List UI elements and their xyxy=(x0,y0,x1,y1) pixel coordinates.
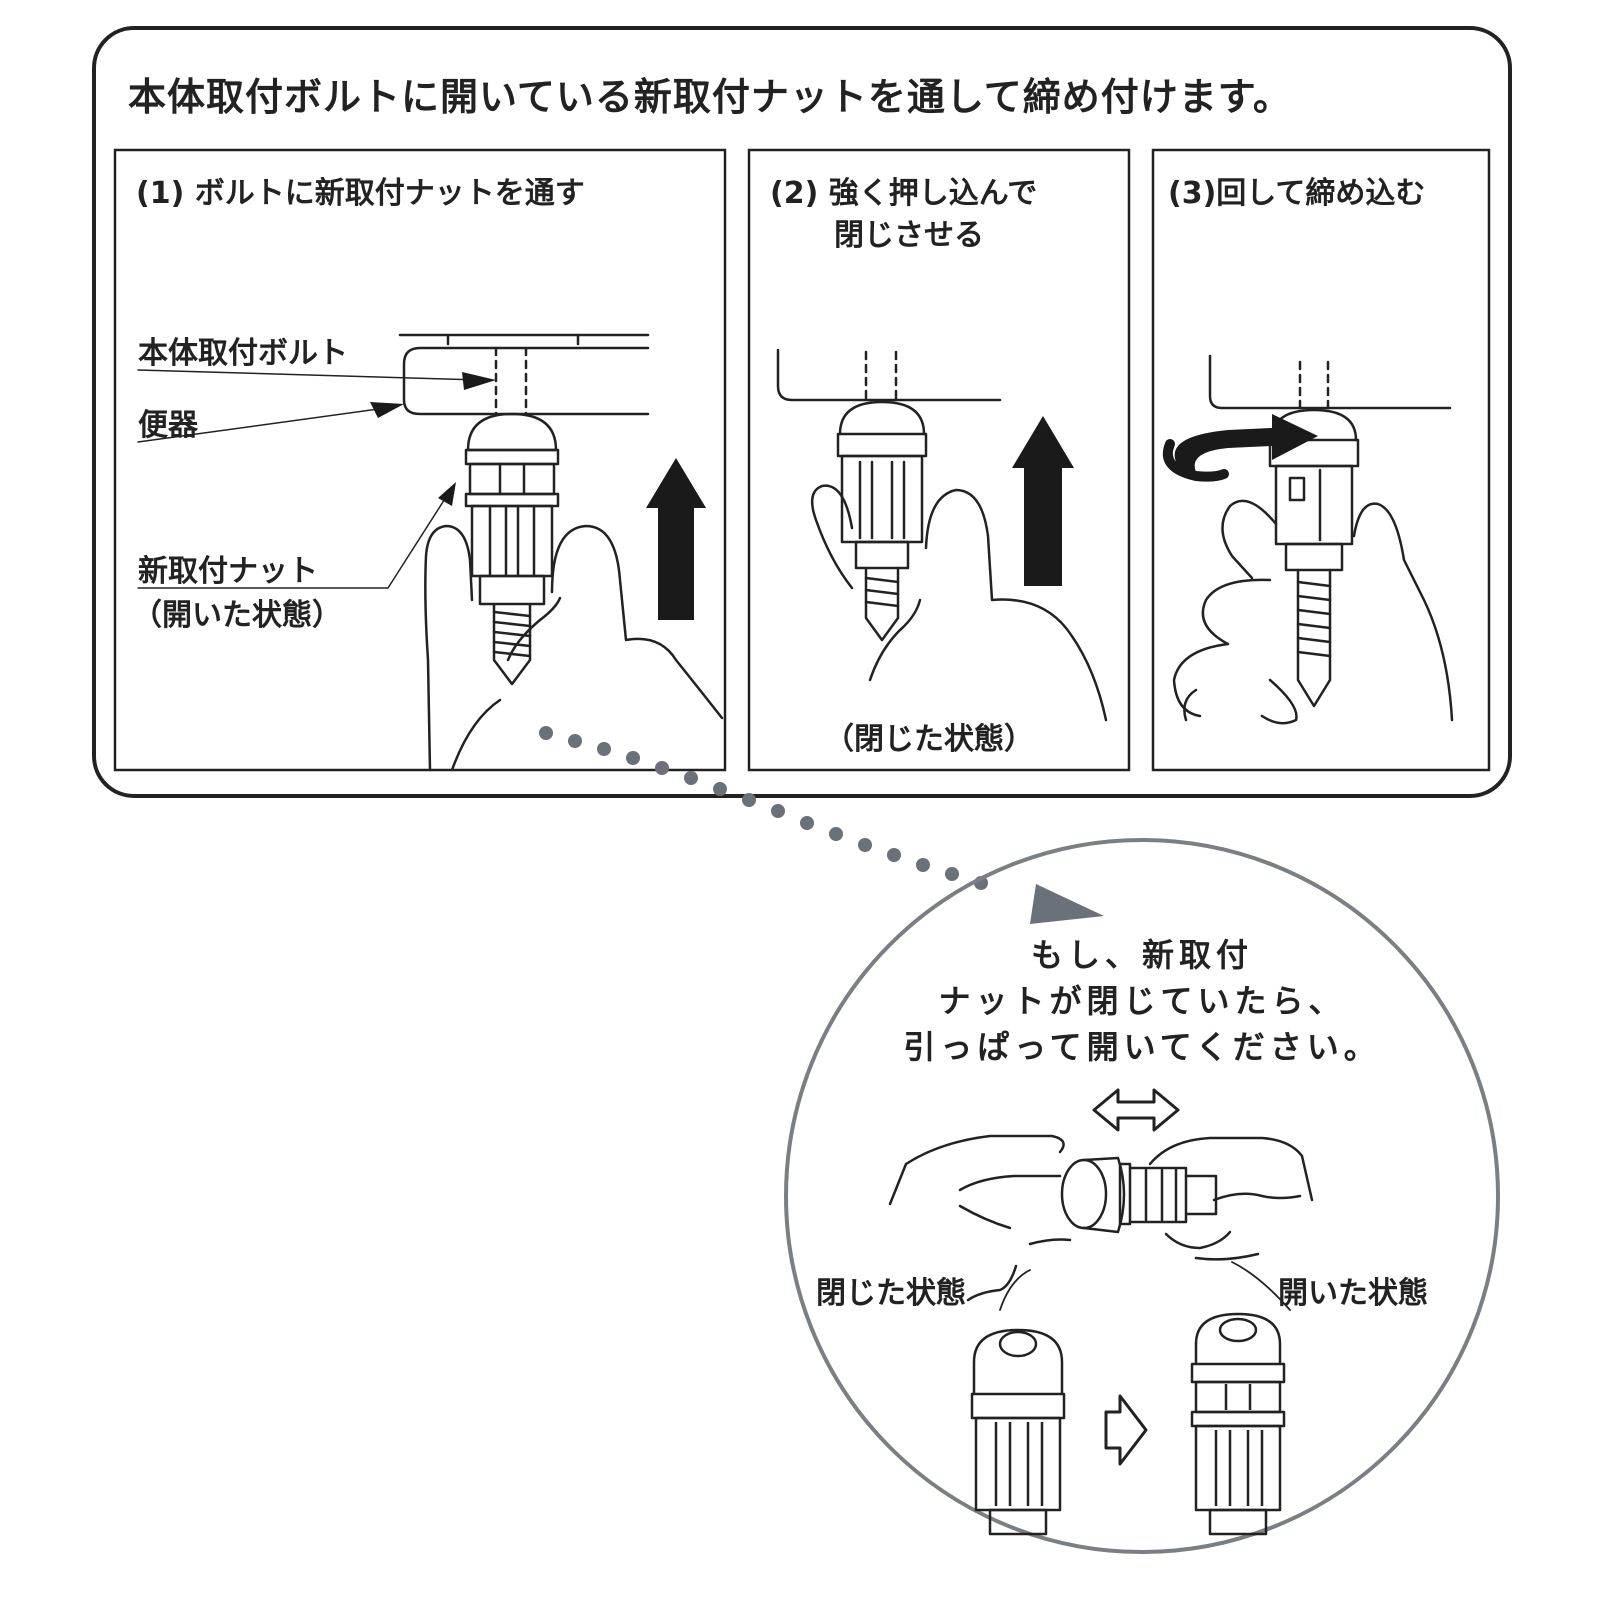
step2-heading-line1: (2) 強く押し込んで xyxy=(770,176,1038,211)
rotate-arrow-step3 xyxy=(1162,414,1318,482)
up-arrow-step1-body xyxy=(646,458,706,620)
note-line-1: もし、新取付 xyxy=(1030,936,1253,974)
step1-illustration xyxy=(137,333,724,772)
label-opened-state: 開いた状態 xyxy=(1278,1276,1428,1311)
label-body-bolt: 本体取付ボルト xyxy=(138,336,348,371)
step1-leader-arrowheads xyxy=(370,372,496,506)
step3-illustration xyxy=(1172,354,1454,725)
step2-illustration xyxy=(776,348,1108,722)
transition-arrow xyxy=(1104,1394,1148,1466)
note-line-2: ナットが閉じていたら、 xyxy=(938,982,1346,1020)
panel-step-1 xyxy=(113,148,727,772)
closed-nut-illustration xyxy=(970,1328,1066,1536)
pulling-hands-illustration xyxy=(888,1134,1314,1311)
step2-heading-line2: 閉じさせる xyxy=(834,218,984,253)
up-arrow-step2 xyxy=(1012,416,1074,586)
label-toilet: 便器 xyxy=(138,408,198,443)
detail-circle xyxy=(784,838,1500,1554)
step2-closed-caption: （閉じた状態） xyxy=(824,722,1034,757)
outer-frame xyxy=(92,26,1512,798)
panel-step-3 xyxy=(1151,148,1491,772)
step3-heading: (3)回して締め込む xyxy=(1168,176,1426,211)
double-arrow xyxy=(1092,1088,1180,1132)
step1-heading: (1) ボルトに新取付ナットを通す xyxy=(136,176,585,211)
label-closed-state: 閉じた状態 xyxy=(816,1276,966,1311)
dotted-connector xyxy=(539,726,1104,924)
panel-step-2 xyxy=(747,148,1131,772)
main-title: 本体取付ボルトに開いている新取付ナットを通して締め付けます。 xyxy=(128,75,1292,119)
note-line-3: 引っぱって開いてください。 xyxy=(903,1028,1381,1066)
open-nut-illustration xyxy=(1190,1312,1286,1536)
label-new-nut: 新取付ナット xyxy=(138,554,318,589)
label-open-state: （開いた状態） xyxy=(132,598,342,633)
